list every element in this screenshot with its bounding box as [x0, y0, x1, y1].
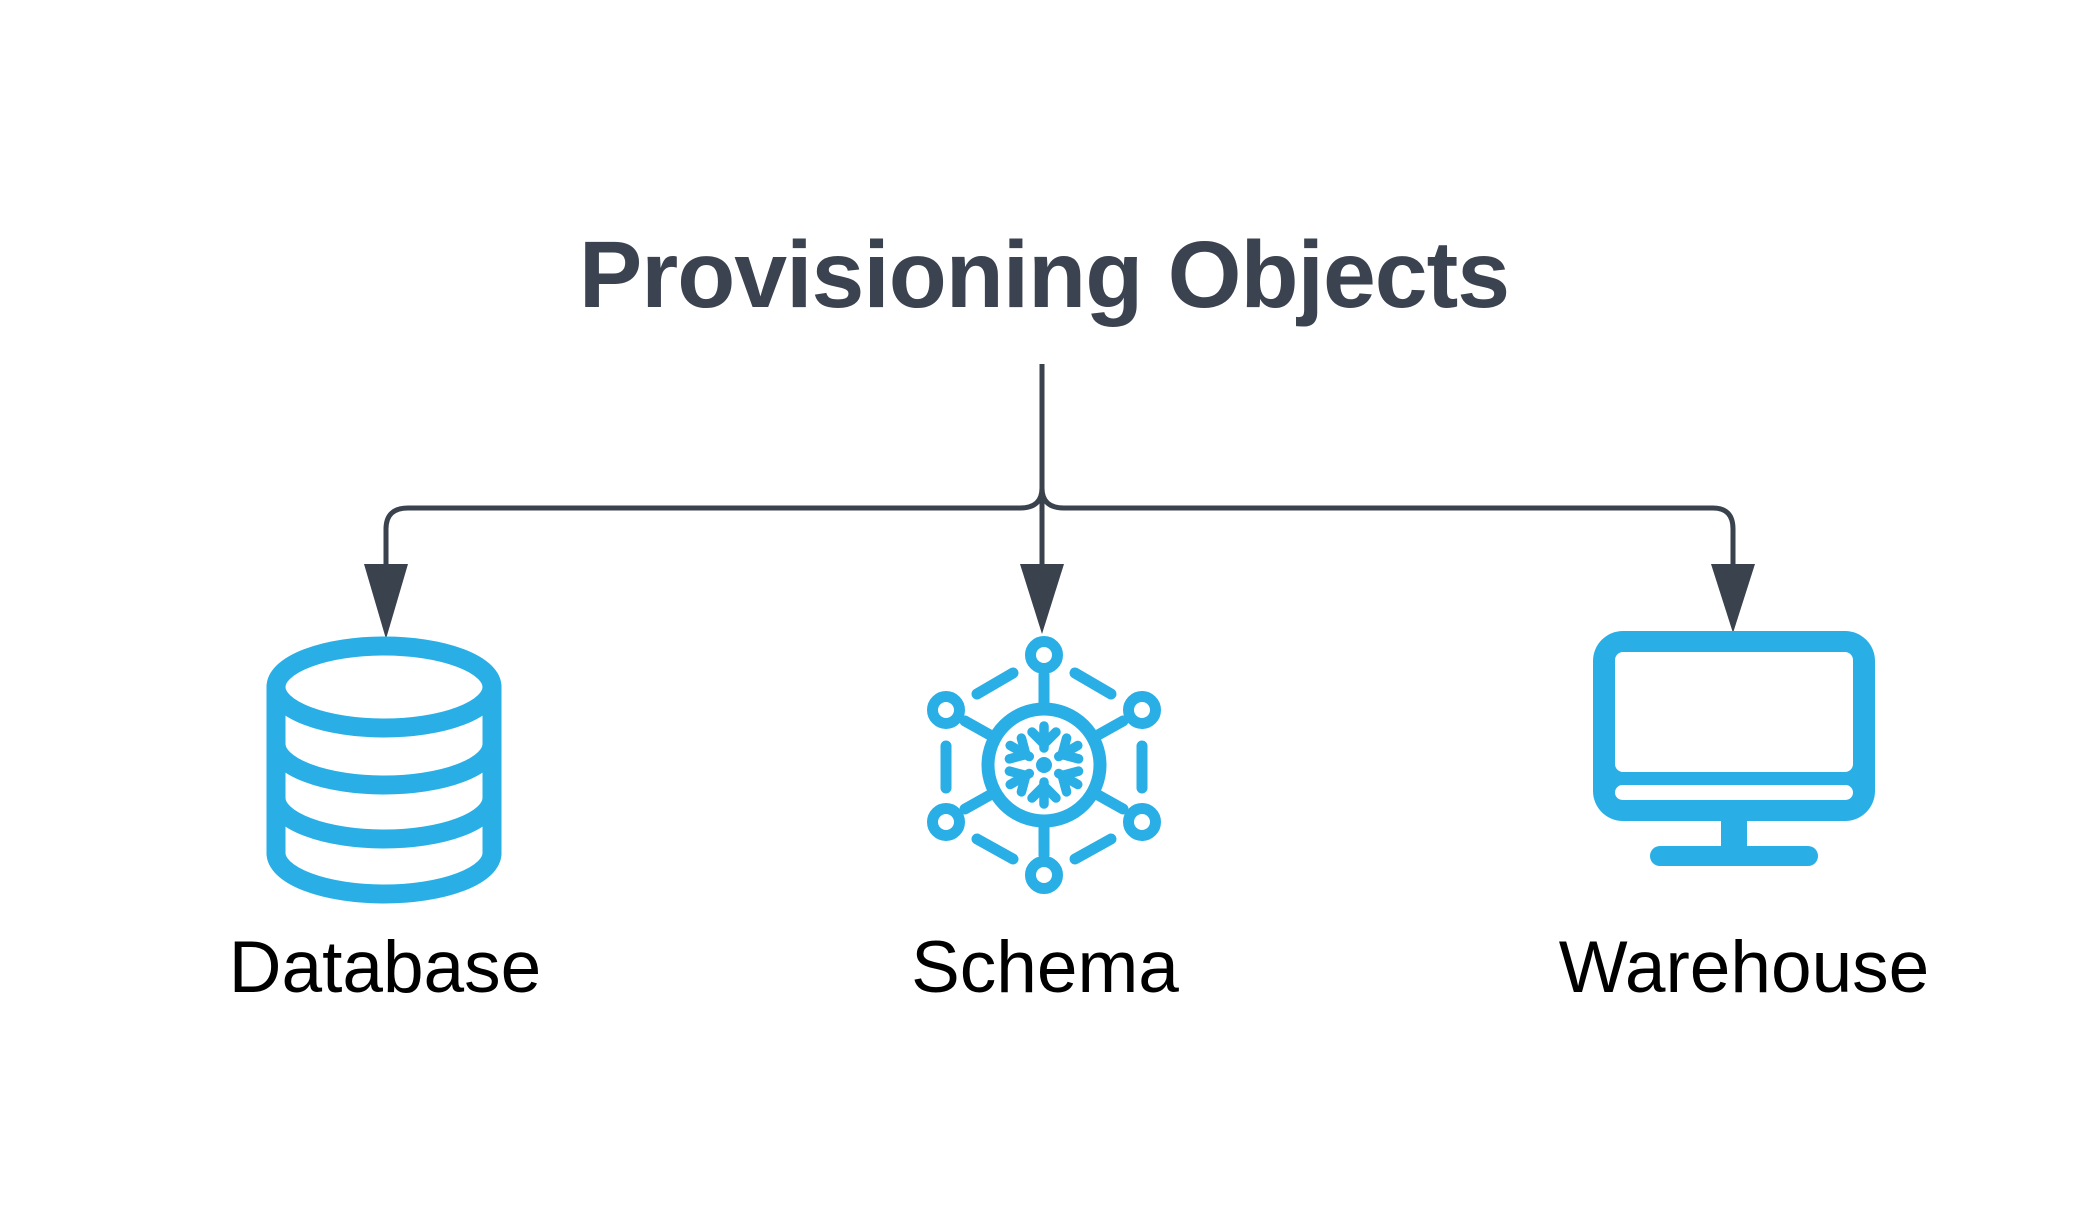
arrowhead-icon	[1020, 564, 1064, 634]
diagram-title: Provisioning Objects	[578, 222, 1510, 328]
connector-branch-right	[1039, 487, 1736, 566]
network-node	[1025, 856, 1063, 894]
network-node	[1123, 803, 1161, 841]
network-node	[927, 691, 965, 729]
node-label-database: Database	[228, 927, 542, 1008]
schema-icon	[927, 636, 1161, 894]
node-label-warehouse: Warehouse	[1558, 927, 1930, 1008]
monitor-screen	[1615, 652, 1853, 772]
connector-branch-left	[383, 487, 1045, 566]
monitor-base	[1650, 846, 1818, 866]
network-node	[1025, 636, 1063, 674]
node-label-schema: Schema	[911, 927, 1179, 1008]
network-node	[1123, 691, 1161, 729]
monitor-slot	[1615, 785, 1853, 800]
network-node	[927, 803, 965, 841]
monitor-stand	[1721, 819, 1747, 851]
arrowhead-icon	[1711, 564, 1755, 633]
warehouse-icon	[1593, 631, 1875, 866]
snowflake-icon	[1004, 721, 1084, 809]
database-icon	[266, 636, 502, 904]
arrowhead-icon	[364, 564, 408, 639]
central-ring	[981, 702, 1107, 828]
